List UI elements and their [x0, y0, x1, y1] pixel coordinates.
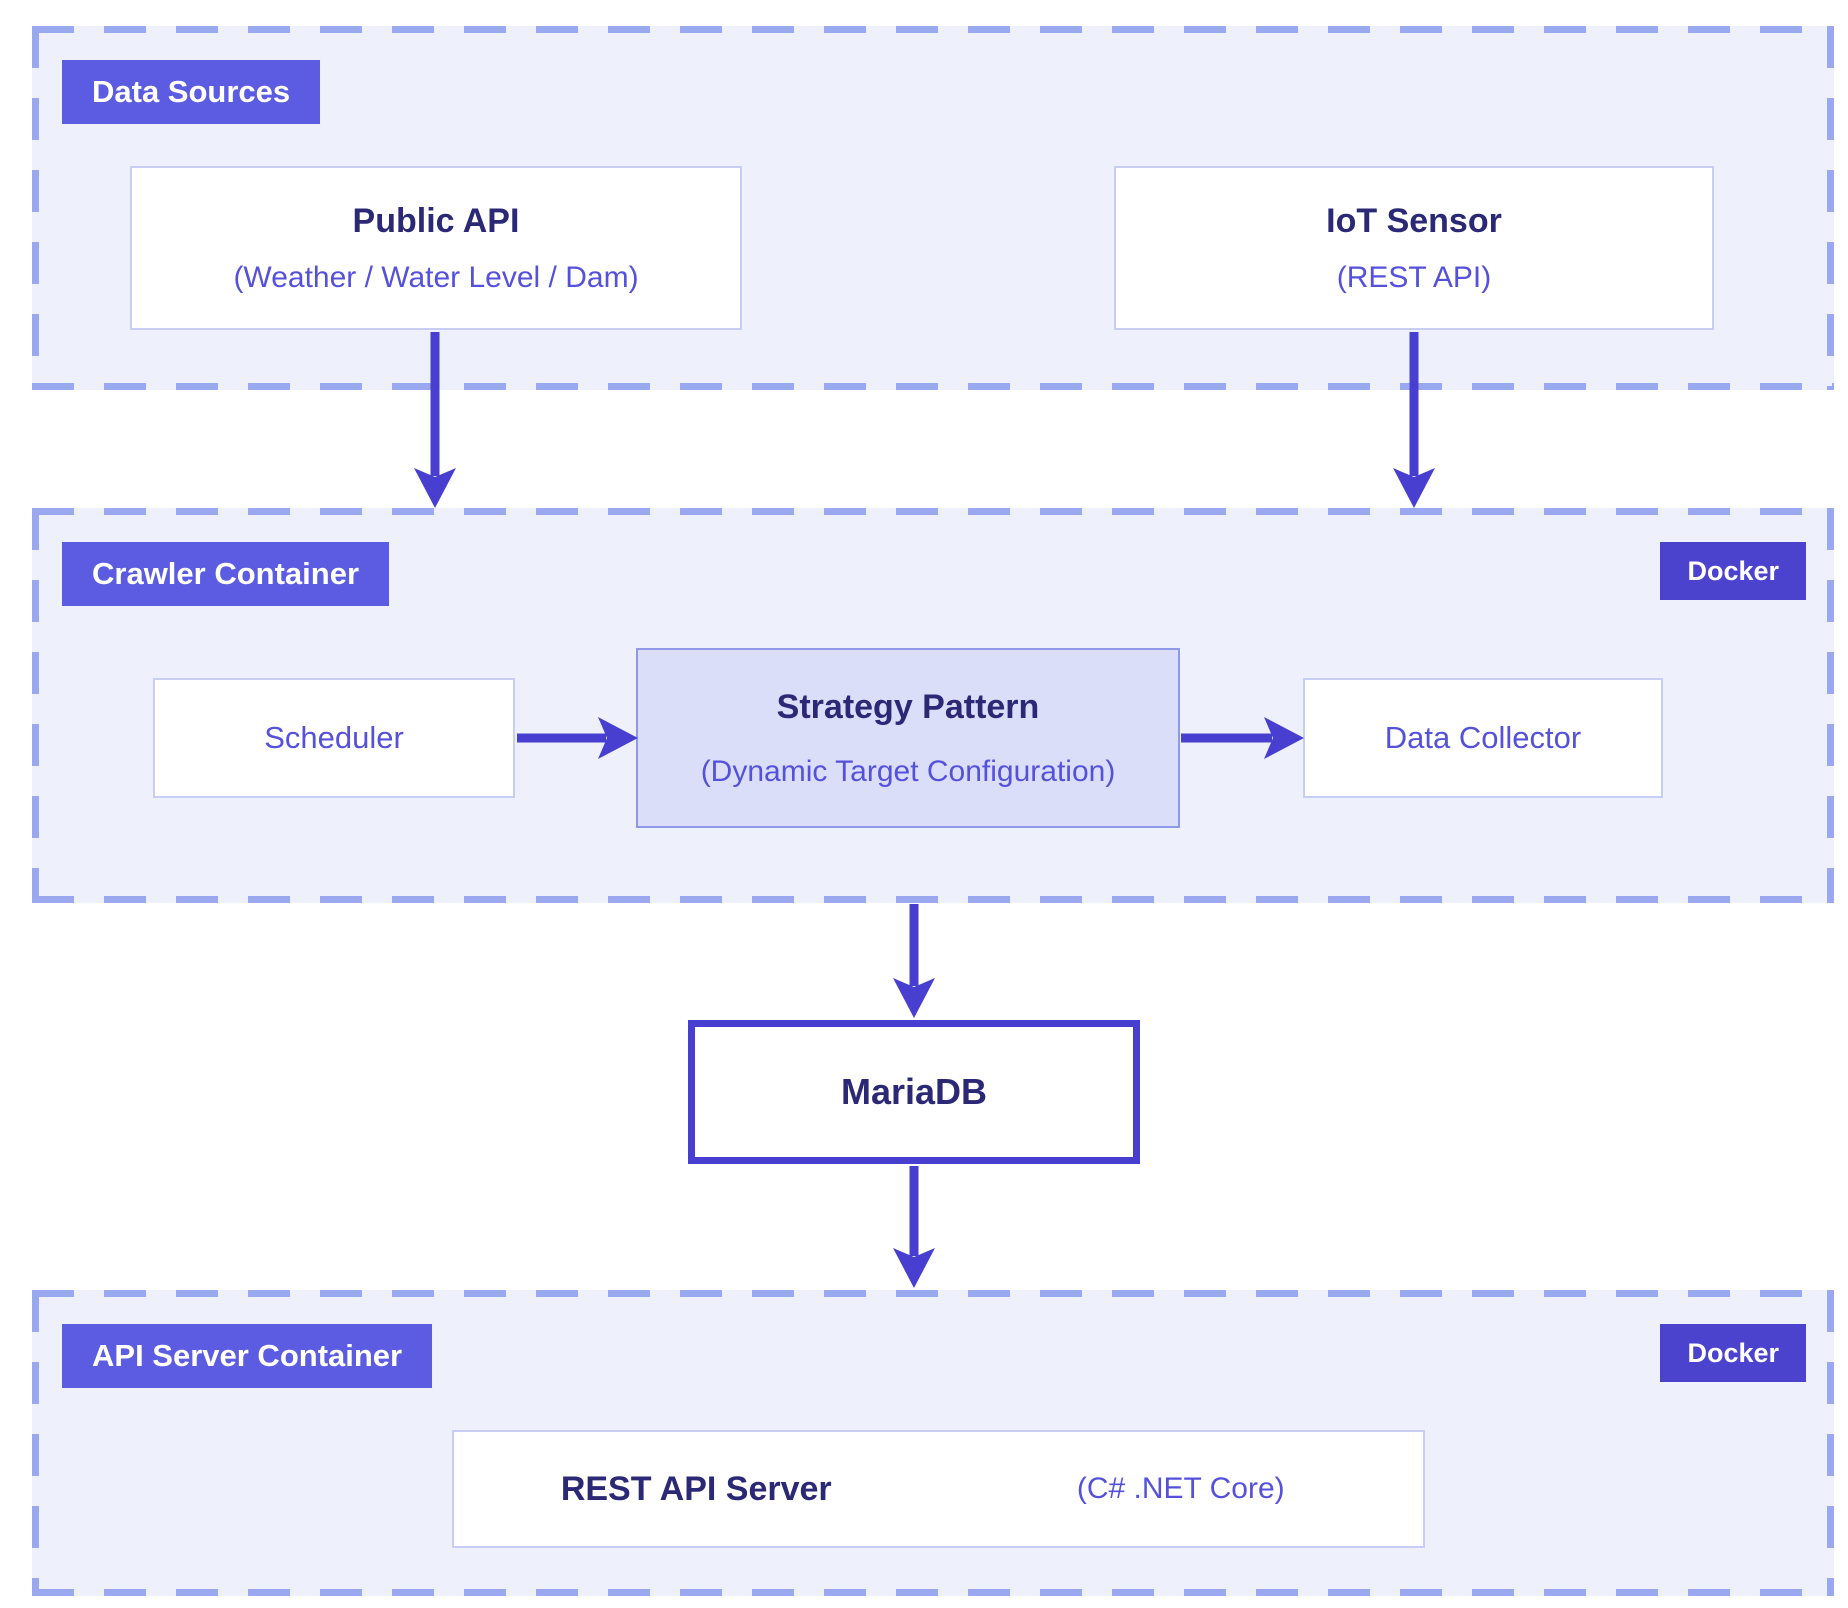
node-subtitle: (Dynamic Target Configuration) — [700, 754, 1116, 788]
node-rest-api-server: REST API Server (C# .NET Core) — [452, 1430, 1425, 1548]
node-iot-sensor: IoT Sensor (REST API) — [1114, 166, 1714, 330]
arrow-mariadb-to-api-server — [893, 1166, 935, 1288]
node-subtitle: (C# .NET Core) — [1076, 1472, 1285, 1505]
node-title: Strategy Pattern — [776, 687, 1040, 726]
node-subtitle: (Weather / Water Level / Dam) — [233, 260, 639, 294]
container-data-sources: Data Sources Public API (Weather / Water… — [32, 26, 1834, 390]
node-scheduler: Scheduler — [153, 678, 515, 798]
container-label-data-sources: Data Sources — [62, 60, 321, 124]
container-label-api-server: API Server Container — [62, 1324, 433, 1388]
arrow-crawler-to-mariadb — [893, 904, 935, 1018]
node-title: REST API Server — [560, 1469, 832, 1508]
node-title: MariaDB — [840, 1071, 988, 1112]
node-title: Public API — [352, 201, 520, 240]
node-data-collector: Data Collector — [1303, 678, 1663, 798]
container-label-crawler: Crawler Container — [62, 542, 390, 606]
node-subtitle: (REST API) — [1336, 260, 1492, 294]
node-title: IoT Sensor — [1326, 201, 1502, 240]
container-crawler: Crawler Container Docker Scheduler Strat… — [32, 508, 1834, 903]
docker-badge-api-server: Docker — [1660, 1324, 1806, 1382]
node-title: Data Collector — [1384, 720, 1582, 755]
node-public-api: Public API (Weather / Water Level / Dam) — [130, 166, 742, 330]
container-api-server: API Server Container Docker REST API Ser… — [32, 1290, 1834, 1596]
node-title: Scheduler — [264, 720, 404, 755]
docker-badge-crawler: Docker — [1660, 542, 1806, 600]
node-strategy-pattern: Strategy Pattern (Dynamic Target Configu… — [636, 648, 1180, 828]
node-mariadb: MariaDB — [688, 1020, 1140, 1164]
